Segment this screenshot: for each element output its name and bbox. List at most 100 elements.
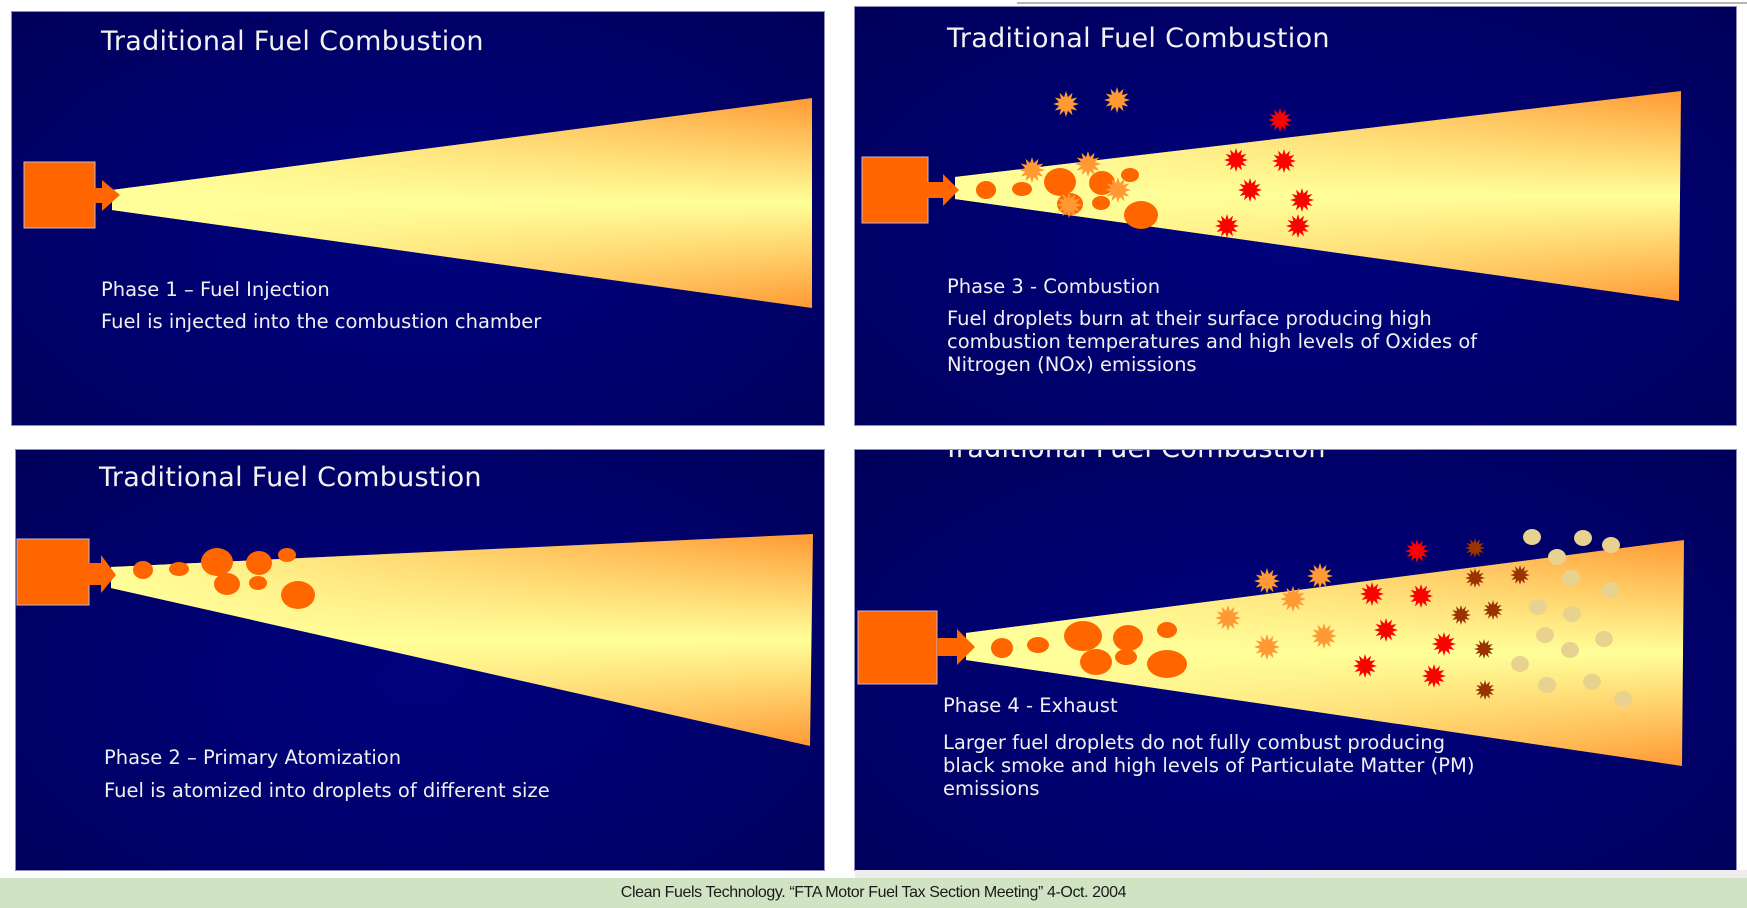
particulate-dot-icon [1602,537,1620,553]
soot-burst-icon [1465,568,1485,588]
slide-title: Traditional Fuel Combustion [99,462,482,493]
fuel-droplet-icon [1064,621,1102,651]
fuel-droplet-icon [1157,622,1177,638]
flame-burst-icon [1268,108,1292,132]
flame-burst-icon [1215,214,1239,238]
fuel-droplet-icon [1080,649,1112,675]
spray-diagram [16,534,813,746]
slide-phase-3: Traditional Fuel Combustion Phase 3 - Co… [855,7,1736,425]
soot-burst-icon [1465,538,1485,558]
spray-cone-core [966,540,1684,766]
description-line: Fuel is atomized into droplets of differ… [104,779,550,802]
flame-burst-icon [1360,582,1384,606]
description-line: Larger fuel droplets do not fully combus… [943,731,1445,754]
particulate-dot-icon [1538,677,1556,693]
phase-description: Larger fuel droplets do not fully combus… [943,731,1474,800]
spray-diagram [861,87,1681,301]
particulate-dot-icon [1548,549,1566,565]
spray-cone-core [112,98,812,308]
fuel-droplet-icon [1113,625,1143,651]
fuel-droplet-icon [1124,201,1158,229]
slide-title: Traditional Fuel Combustion [101,26,484,57]
fuel-droplet-icon [1092,196,1110,210]
flame-burst-icon [1104,87,1130,113]
flame-burst-icon [1422,664,1446,688]
slide-title: Traditional Fuel Combustion [947,23,1330,54]
spray-diagram [23,98,812,308]
injector-icon [857,610,975,685]
fuel-droplet-icon [246,551,272,575]
fuel-droplet-icon [1121,168,1139,182]
description-line: Fuel is injected into the combustion cha… [101,310,542,333]
phase-label: Phase 4 - Exhaust [943,694,1118,717]
phase-description: Fuel is atomized into droplets of differ… [104,779,550,802]
flame-burst-icon [1019,157,1045,183]
phase-label: Phase 3 - Combustion [947,275,1161,298]
flame-burst-icon [1409,584,1433,608]
fuel-droplet-icon [1044,168,1076,196]
description-line: emissions [943,777,1040,800]
particle-group [991,529,1632,707]
flame-burst-icon [1353,654,1377,678]
slide-phase-2: Traditional Fuel Combustion Phase 2 – Pr… [16,450,824,870]
fuel-droplet-icon [214,573,240,595]
flame-burst-icon [1405,539,1429,563]
spray-cone-core [955,91,1681,301]
flame-burst-icon [1056,192,1082,218]
flame-burst-icon [1307,563,1333,589]
particulate-dot-icon [1595,631,1613,647]
particulate-dot-icon [1529,599,1547,615]
fuel-droplet-icon [1027,637,1049,653]
soot-burst-icon [1475,680,1495,700]
injector-icon [861,156,959,224]
injector-icon [23,161,120,229]
flame-burst-icon [1290,188,1314,212]
particulate-dot-icon [1561,642,1579,658]
injector-icon [16,538,116,606]
slide-phase-4: Traditional Fuel Combustion Phase 4 - Ex… [855,450,1736,870]
flame-burst-icon [1075,151,1101,177]
divider-strip [855,870,1747,878]
description-line: black smoke and high levels of Particula… [943,754,1475,777]
flame-burst-icon [1432,632,1456,656]
particulate-dot-icon [1563,606,1581,622]
flame-burst-icon [1215,605,1241,631]
flame-burst-icon [1053,91,1079,117]
phase-label: Phase 1 – Fuel Injection [101,278,330,301]
description-line: Nitrogen (NOx) emissions [947,353,1197,376]
soot-burst-icon [1451,605,1471,625]
phase-description: Fuel is injected into the combustion cha… [101,310,541,333]
fuel-droplet-icon [169,562,189,576]
flame-burst-icon [1224,148,1248,172]
phase-label: Phase 2 – Primary Atomization [104,746,402,769]
particulate-dot-icon [1583,674,1601,690]
soot-burst-icon [1510,565,1530,585]
particulate-dot-icon [1536,627,1554,643]
particulate-dot-icon [1511,656,1529,672]
particle-group [133,548,315,609]
slide-title: Traditional Fuel Combustion [943,450,1326,464]
fuel-droplet-icon [1147,650,1187,678]
flame-burst-icon [1286,214,1310,238]
flame-burst-icon [1254,634,1280,660]
fuel-droplet-icon [249,576,267,590]
flame-burst-icon [1374,618,1398,642]
fuel-droplet-icon [991,638,1013,658]
top-border-line [1017,2,1747,4]
description-line: Fuel droplets burn at their surface prod… [947,307,1432,330]
slide-phase-1: Traditional Fuel Combustion Phase 1 – Fu… [12,12,824,425]
fuel-droplet-icon [1012,182,1032,196]
spray-diagram [857,529,1684,766]
soot-burst-icon [1483,600,1503,620]
particulate-dot-icon [1574,530,1592,546]
fuel-droplet-icon [976,181,996,199]
flame-burst-icon [1311,623,1337,649]
particulate-dot-icon [1614,691,1632,707]
flame-burst-icon [1105,177,1131,203]
flame-burst-icon [1238,178,1262,202]
description-line: combustion temperatures and high levels … [947,330,1478,353]
fuel-droplet-icon [133,561,153,579]
flame-burst-icon [1280,586,1306,612]
particulate-dot-icon [1601,582,1619,598]
particulate-dot-icon [1523,529,1541,545]
